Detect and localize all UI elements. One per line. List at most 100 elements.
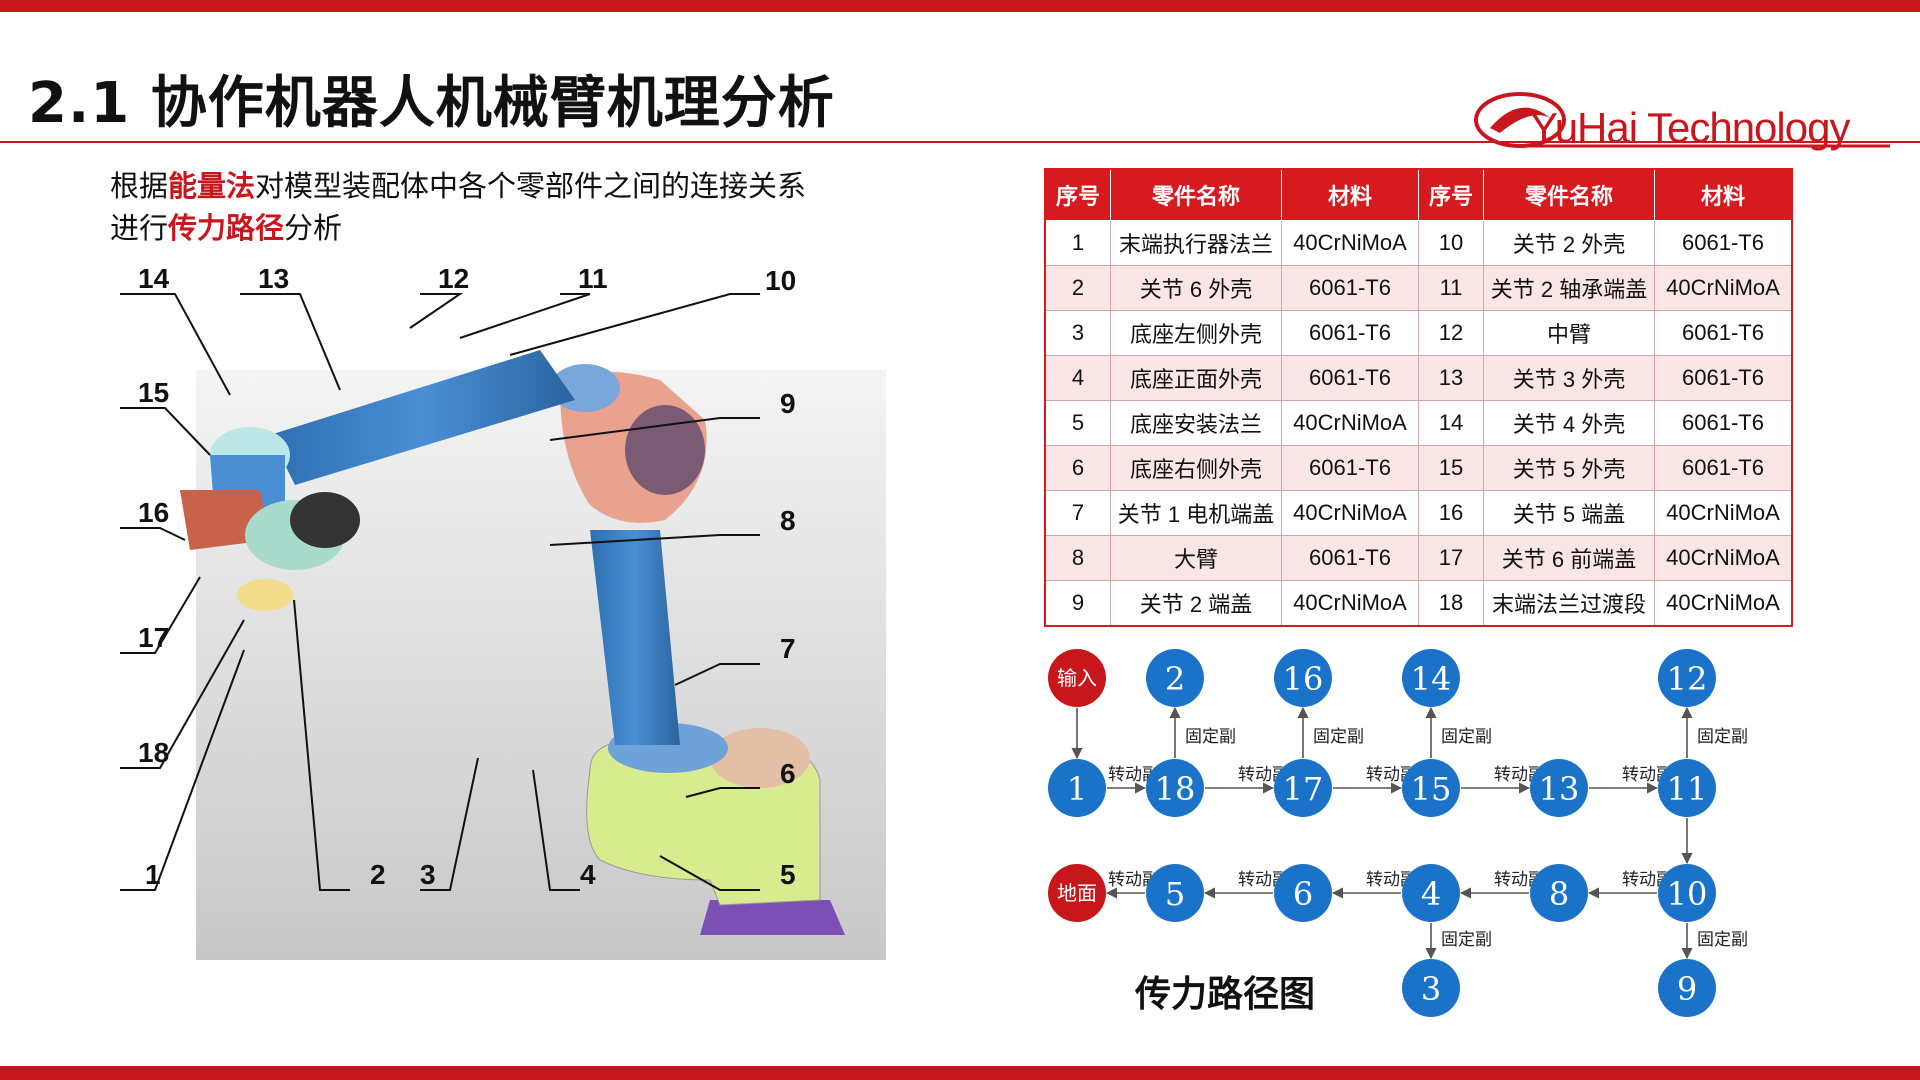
table-cell: 12 bbox=[1418, 310, 1484, 356]
table-cell: 关节 3 外壳 bbox=[1483, 355, 1655, 401]
table-cell: 6061-T6 bbox=[1654, 445, 1793, 491]
base-motor-cap-shape bbox=[710, 728, 810, 788]
flow-node-label-n3: 3 bbox=[1421, 970, 1441, 1008]
table-cell: 18 bbox=[1418, 580, 1484, 627]
flow-node-label-n10: 10 bbox=[1667, 875, 1708, 913]
edge-label-fixed-11-12: 固定副 bbox=[1697, 727, 1748, 747]
table-cell: 40CrNiMoA bbox=[1281, 400, 1419, 446]
table-cell: 关节 4 外壳 bbox=[1483, 400, 1655, 446]
intro-text-1: 根据 bbox=[110, 169, 169, 203]
flow-node-n1 bbox=[1048, 759, 1106, 817]
table-cell: 13 bbox=[1418, 355, 1484, 401]
intro-highlight-force-path: 传力路径 bbox=[168, 211, 285, 245]
header-material-1: 材料 bbox=[1281, 168, 1419, 221]
table-cell: 6061-T6 bbox=[1281, 265, 1419, 311]
flow-node-label-input: 输入 bbox=[1057, 666, 1097, 690]
callout-7: 7 bbox=[780, 633, 796, 664]
flow-node-n13 bbox=[1530, 759, 1588, 817]
flow-node-n10 bbox=[1658, 864, 1716, 922]
robot-arm-diagram: 14 13 12 11 10 15 9 16 8 17 7 18 6 1 2 3… bbox=[120, 263, 886, 960]
base-flange-shape bbox=[700, 900, 845, 935]
table-cell: 大臂 bbox=[1110, 535, 1282, 581]
flow-node-label-n12: 12 bbox=[1667, 660, 1708, 698]
page-title: 2.1 协作机器人机械臂机理分析 bbox=[28, 71, 835, 136]
flow-node-label-n14: 14 bbox=[1411, 660, 1452, 698]
end-flange-shape bbox=[237, 579, 293, 611]
flow-node-label-n17: 17 bbox=[1283, 770, 1324, 808]
edge-label-fixed-4-3: 固定副 bbox=[1441, 930, 1492, 950]
logo-text: YuHai Technology bbox=[1530, 104, 1850, 151]
callout-10: 10 bbox=[765, 265, 796, 296]
callout-15: 15 bbox=[138, 377, 169, 408]
table-cell: 关节 5 端盖 bbox=[1483, 490, 1655, 536]
table-cell: 6061-T6 bbox=[1281, 535, 1419, 581]
callout-17: 17 bbox=[138, 622, 169, 653]
table-cell: 关节 2 轴承端盖 bbox=[1483, 265, 1655, 311]
callout-8: 8 bbox=[780, 505, 796, 536]
flow-node-n15 bbox=[1402, 759, 1460, 817]
table-cell: 10 bbox=[1418, 220, 1484, 266]
table-cell: 6 bbox=[1044, 445, 1111, 491]
top-accent-bar bbox=[0, 0, 1920, 12]
callout-16: 16 bbox=[138, 497, 169, 528]
table-cell: 40CrNiMoA bbox=[1281, 580, 1419, 627]
flow-node-label-n6: 6 bbox=[1293, 875, 1313, 913]
table-cell: 40CrNiMoA bbox=[1654, 580, 1793, 627]
flow-node-label-ground: 地面 bbox=[1057, 881, 1097, 905]
edge-label-rev-1-18: 转动副 bbox=[1108, 765, 1159, 785]
callout-11: 11 bbox=[578, 263, 608, 294]
flow-arrows bbox=[1071, 706, 1693, 960]
force-path-diagram: 转动副 转动副 转动副 转动副 转动副 固定副 固定副 固定副 固定副 转动副 … bbox=[1048, 649, 1748, 1017]
table-cell: 17 bbox=[1418, 535, 1484, 581]
force-path-caption: 传力路径图 bbox=[1135, 974, 1316, 1015]
table-cell: 6061-T6 bbox=[1654, 355, 1793, 401]
callout-14: 14 bbox=[138, 263, 170, 294]
edge-label-fixed-18-2: 固定副 bbox=[1185, 727, 1236, 747]
edge-label-fixed-15-14: 固定副 bbox=[1441, 727, 1492, 747]
intro-text-2: 对模型装配体中各个零部件之间的连接关系 bbox=[255, 169, 807, 203]
header-index-2: 序号 bbox=[1418, 168, 1484, 221]
intro-text-3: 进行 bbox=[110, 211, 169, 245]
title-divider bbox=[0, 141, 1920, 143]
table-cell: 40CrNiMoA bbox=[1654, 265, 1793, 311]
flow-node-n3 bbox=[1402, 959, 1460, 1017]
callout-4: 4 bbox=[580, 859, 596, 890]
flow-node-label-n9: 9 bbox=[1677, 970, 1697, 1008]
table-cell: 9 bbox=[1044, 580, 1111, 627]
table-cell: 关节 5 外壳 bbox=[1483, 445, 1655, 491]
table-cell: 底座正面外壳 bbox=[1110, 355, 1282, 401]
header-material-2: 材料 bbox=[1654, 168, 1793, 221]
table-cell: 底座左侧外壳 bbox=[1110, 310, 1282, 356]
table-cell: 8 bbox=[1044, 535, 1111, 581]
table-cell: 40CrNiMoA bbox=[1654, 490, 1793, 536]
callout-3: 3 bbox=[420, 859, 436, 890]
table-cell: 14 bbox=[1418, 400, 1484, 446]
header-part-name-2: 零件名称 bbox=[1483, 168, 1655, 221]
flow-node-n4 bbox=[1402, 864, 1460, 922]
upper-arm-shape bbox=[590, 530, 680, 745]
callout-13: 13 bbox=[258, 263, 289, 294]
flow-node-label-n2: 2 bbox=[1165, 660, 1185, 698]
callout-5: 5 bbox=[780, 859, 796, 890]
joint6-frontcap-shape bbox=[290, 492, 360, 548]
intro-paragraph: 根据能量法对模型装配体中各个零部件之间的连接关系 进行传力路径分析 bbox=[110, 165, 930, 249]
table-cell: 40CrNiMoA bbox=[1654, 535, 1793, 581]
edge-label-fixed-10-9: 固定副 bbox=[1697, 930, 1748, 950]
table-cell: 中臂 bbox=[1483, 310, 1655, 356]
table-cell: 6061-T6 bbox=[1281, 445, 1419, 491]
table-header-row: 序号 零件名称 材料 序号 零件名称 材料 bbox=[1044, 168, 1793, 221]
bottom-accent-bar bbox=[0, 1066, 1920, 1080]
intro-highlight-energy-method: 能量法 bbox=[168, 169, 256, 203]
flow-node-n8 bbox=[1530, 864, 1588, 922]
table-cell: 6061-T6 bbox=[1281, 355, 1419, 401]
table-cell: 3 bbox=[1044, 310, 1111, 356]
table-cell: 16 bbox=[1418, 490, 1484, 536]
